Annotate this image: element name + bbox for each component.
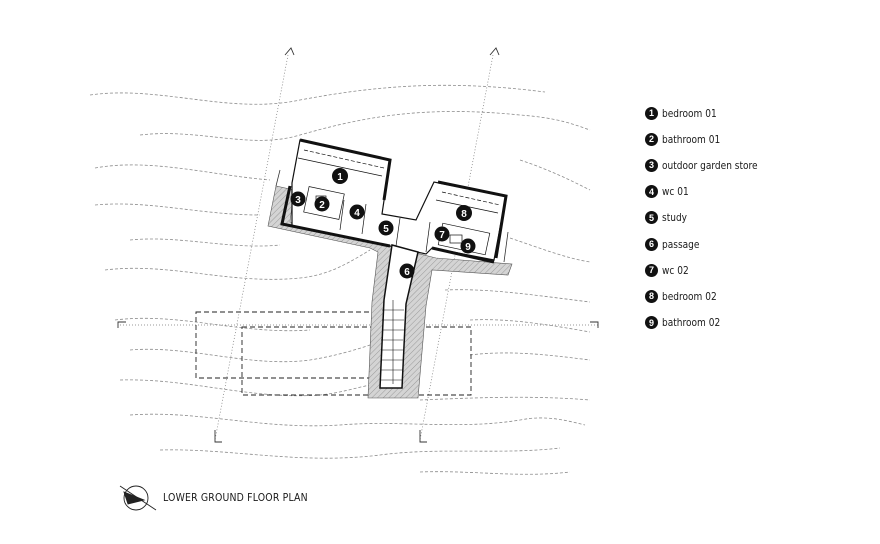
section-markers [117,47,599,443]
svg-text:5: 5 [383,224,389,235]
svg-text:2: 2 [319,200,325,211]
legend-item-bedroom-02: 8 bedroom 02 [645,283,779,309]
legend-item-bedroom-01: 1 bedroom 01 [645,100,779,126]
legend-number: 9 [645,316,658,330]
passage-ramp [379,244,419,389]
legend-number: 2 [645,132,658,146]
legend-number: 5 [645,211,658,225]
legend-item-bathroom-01: 2 bathroom 01 [645,126,779,152]
legend-label: wc 02 [662,263,689,277]
svg-text:4: 4 [354,208,360,219]
svg-text:8: 8 [461,209,467,220]
legend-item-study: 5 study [645,205,779,231]
room-tag-1: 1 [332,168,348,184]
room-tags: 1 2 3 4 5 6 7 8 9 [290,168,476,279]
svg-text:7: 7 [439,230,445,241]
section-lines [120,54,598,441]
legend-number: 3 [645,158,658,172]
legend-label: bathroom 01 [662,132,721,146]
legend-number: 6 [645,237,658,251]
legend-label: wc 01 [662,185,689,199]
legend-label: outdoor garden store [662,158,758,172]
ramp-steps [380,300,404,384]
legend-number: 4 [645,185,658,199]
room-tag-3: 3 [290,191,306,207]
legend-item-bathroom-02: 9 bathroom 02 [645,310,779,336]
room-tag-9: 9 [460,238,476,254]
legend-label: passage [662,237,700,251]
railings [275,169,509,263]
plan-caption: LOWER GROUND FLOOR PLAN [163,491,308,504]
legend-item-outdoor-garden-store: 3 outdoor garden store [645,152,779,178]
legend-label: bathroom 02 [662,316,721,330]
legend-number: 1 [645,106,658,120]
svg-text:1: 1 [337,172,343,183]
svg-text:6: 6 [404,267,410,278]
legend-label: bedroom 02 [662,289,717,303]
svg-text:9: 9 [465,242,471,253]
legend-label: study [662,211,688,225]
terrain-contours [89,84,591,475]
legend-number: 8 [645,289,658,303]
room-tag-8: 8 [456,205,472,221]
upper-footprint [195,311,472,396]
legend-item-passage: 6 passage [645,231,779,257]
room-tag-5: 5 [378,220,394,236]
room-tag-6: 6 [399,263,415,279]
north-arrow-icon [119,485,157,511]
svg-text:3: 3 [295,195,301,206]
room-tag-4: 4 [349,204,365,220]
legend-item-wc-01: 4 wc 01 [645,179,779,205]
room-tag-7: 7 [434,226,450,242]
room-tag-2: 2 [314,196,330,212]
legend-label: bedroom 01 [662,106,717,120]
legend-item-wc-02: 7 wc 02 [645,257,779,283]
thick-walls [280,138,508,264]
legend-number: 7 [645,263,658,277]
room-legend: 1 bedroom 01 2 bathroom 01 3 outdoor gar… [645,100,779,336]
